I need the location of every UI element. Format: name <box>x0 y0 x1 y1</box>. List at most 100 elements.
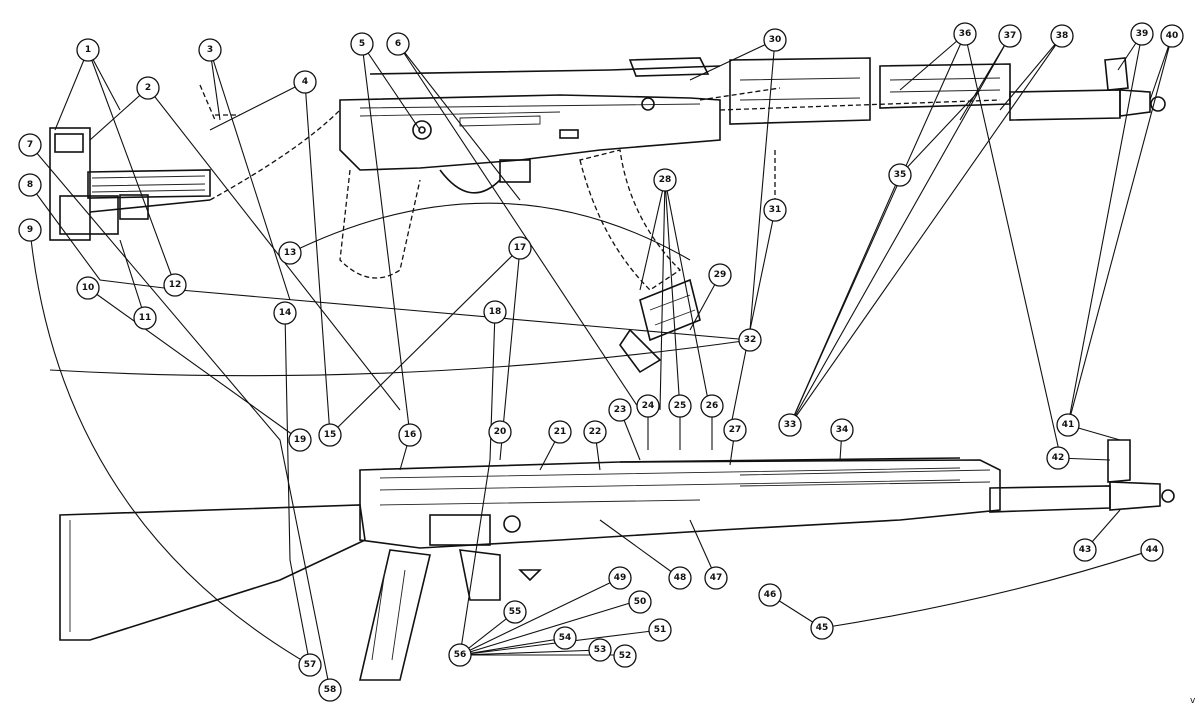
callout-number: 42 <box>1052 453 1065 463</box>
callout-48: 48 <box>668 566 692 590</box>
callout-circle <box>888 163 912 187</box>
front-sight <box>1107 439 1131 483</box>
callout-circle <box>488 420 512 444</box>
callout-54: 54 <box>553 626 577 650</box>
callout-number: 52 <box>619 651 632 661</box>
callout-57: 57 <box>298 653 322 677</box>
lower-barrel <box>989 485 1111 513</box>
callout-56: 56 <box>448 643 472 667</box>
callout-circle <box>398 423 422 447</box>
callout-circle <box>318 423 342 447</box>
callout-circle <box>608 566 632 590</box>
callout-number: 22 <box>589 427 602 437</box>
callout-number: 47 <box>710 573 723 583</box>
callout-number: 40 <box>1166 31 1179 41</box>
callout-circle <box>628 590 652 614</box>
callout-circle <box>483 300 507 324</box>
callout-19: 19 <box>288 428 312 452</box>
callout-circle <box>588 638 612 662</box>
callout-circle <box>18 218 42 242</box>
callout-number: 21 <box>554 427 567 437</box>
callout-46: 46 <box>758 583 782 607</box>
callout-number: 55 <box>509 607 522 617</box>
callout-number: 53 <box>594 645 607 655</box>
callout-11: 11 <box>133 306 157 330</box>
callout-number: 15 <box>324 430 337 440</box>
callout-number: 20 <box>494 427 507 437</box>
callout-circle <box>636 394 660 418</box>
callout-circle <box>18 133 42 157</box>
leader-lines <box>29 33 1173 691</box>
callout-number: 25 <box>674 401 687 411</box>
callout-number: 11 <box>139 313 152 323</box>
callout-number: 57 <box>304 660 317 670</box>
lower-receiver <box>359 459 1001 549</box>
callout-29: 29 <box>708 263 732 287</box>
callout-circle <box>1056 413 1080 437</box>
callout-circle <box>583 420 607 444</box>
callout-51: 51 <box>648 618 672 642</box>
callout-number: 38 <box>1056 31 1069 41</box>
lower-assembly-drawing <box>59 439 1175 681</box>
corner-mark: v <box>1190 696 1196 706</box>
callout-number: 46 <box>764 590 777 600</box>
magazine-outline <box>579 149 682 291</box>
callout-circle <box>830 418 854 442</box>
callout-number: 12 <box>169 280 182 290</box>
callout-1: 1 <box>76 38 100 62</box>
callout-circle <box>668 394 692 418</box>
callout-33: 33 <box>778 413 802 437</box>
callout-circle <box>810 616 834 640</box>
callout-circle <box>76 38 100 62</box>
callout-circle <box>998 24 1022 48</box>
callout-number: 39 <box>1136 29 1149 39</box>
callout-circle <box>704 566 728 590</box>
callout-circle <box>1046 446 1070 470</box>
callout-number: 58 <box>324 685 337 695</box>
callout-circle <box>273 301 297 325</box>
lower-magazine <box>458 549 501 601</box>
callout-number: 30 <box>769 35 782 45</box>
callout-9: 9 <box>18 218 42 242</box>
callout-number: 6 <box>395 39 401 49</box>
callout-number: 31 <box>769 205 782 215</box>
callout-number: 41 <box>1062 420 1075 430</box>
callout-circle <box>553 626 577 650</box>
callout-number: 51 <box>654 625 667 635</box>
callout-43: 43 <box>1073 538 1097 562</box>
callout-number: 27 <box>729 425 742 435</box>
callout-55: 55 <box>503 600 527 624</box>
callout-41: 41 <box>1056 413 1080 437</box>
magazine-parts <box>619 278 701 374</box>
trigger-guard <box>439 169 501 194</box>
callout-circle <box>738 328 762 352</box>
callout-13: 13 <box>278 241 302 265</box>
callout-number: 48 <box>674 573 687 583</box>
gas-tube-outline <box>719 99 1001 111</box>
sling-outline <box>199 84 240 121</box>
callout-circle <box>133 306 157 330</box>
callout-circle <box>288 428 312 452</box>
callout-circle <box>386 32 410 56</box>
barrel-group <box>729 57 1166 125</box>
callout-circle <box>613 644 637 668</box>
callout-circle <box>448 643 472 667</box>
callout-circle <box>298 653 322 677</box>
callout-circle <box>548 420 572 444</box>
callout-42: 42 <box>1046 446 1070 470</box>
callout-number: 33 <box>784 420 797 430</box>
callout-21: 21 <box>548 420 572 444</box>
butt-stock <box>59 504 366 641</box>
top-cover <box>369 65 721 75</box>
callout-number: 34 <box>836 425 849 435</box>
callout-15: 15 <box>318 423 342 447</box>
callout-circle <box>648 618 672 642</box>
callout-circle <box>723 418 747 442</box>
callout-circle <box>136 76 160 100</box>
callout-number: 1 <box>85 45 91 55</box>
callout-number: 54 <box>559 633 572 643</box>
callout-22: 22 <box>583 420 607 444</box>
callout-number: 49 <box>614 573 627 583</box>
callout-35: 35 <box>888 163 912 187</box>
